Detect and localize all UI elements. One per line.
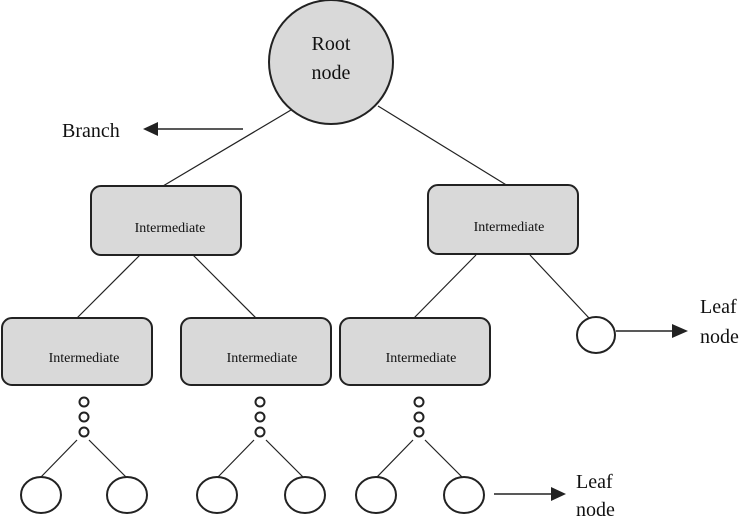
root-node-label-line2: node <box>312 62 351 84</box>
edge-root-left <box>162 109 292 187</box>
edge-left-lr <box>192 254 257 319</box>
leaf-node-bottom-6 <box>443 476 485 514</box>
intermediate-node-label: Intermediate <box>227 351 298 366</box>
leaf-label-right-line2: node <box>700 326 739 348</box>
intermediate-node-label: Intermediate <box>135 221 206 236</box>
intermediate-node-1: Intermediate <box>90 185 242 256</box>
intermediate-node-label: Intermediate <box>386 351 457 366</box>
leaf-node-bottom-4 <box>284 476 326 514</box>
intermediate-node-label: Intermediate <box>49 351 120 366</box>
bottom-leaf-nodes <box>20 476 485 514</box>
edge-b1-right <box>88 439 128 479</box>
branch-annotation: Branch <box>62 120 243 142</box>
leaf-arrowhead-right <box>672 324 688 338</box>
leaf-node-bottom-5 <box>355 476 397 514</box>
ellipsis-dots-1 <box>78 396 90 438</box>
leaf-label-bottom-line2: node <box>576 499 615 520</box>
branch-arrowhead <box>143 122 158 136</box>
intermediate-node-5: Intermediate <box>339 317 491 386</box>
edge-right-rl <box>413 254 477 319</box>
ellipsis-dots-2 <box>254 396 266 438</box>
edge-b3-right <box>424 439 464 479</box>
intermediate-node-4: Intermediate <box>180 317 332 386</box>
leaf-annotation-right: Leaf node <box>616 296 739 348</box>
leaf-node-bottom-1 <box>20 476 62 514</box>
root-node: Root node <box>268 0 394 125</box>
intermediate-node-label: Intermediate <box>474 220 545 235</box>
intermediate-node-3: Intermediate <box>1 317 153 386</box>
branch-label: Branch <box>62 120 120 142</box>
edge-b2-left <box>216 439 255 479</box>
leaf-node-bottom-2 <box>106 476 148 514</box>
leaf-annotation-bottom: Leaf node <box>494 471 615 520</box>
edge-b3-left <box>375 439 414 479</box>
edge-b2-right <box>265 439 305 479</box>
leaf-node-right <box>576 316 616 354</box>
root-node-label-line1: Root <box>312 33 351 55</box>
ellipsis-dots-3 <box>413 396 425 438</box>
leaf-node-bottom-3 <box>196 476 238 514</box>
leaf-arrowhead-bottom <box>551 487 566 501</box>
tree-edges <box>39 105 590 479</box>
edge-b1-left <box>39 439 78 479</box>
edge-root-right <box>377 105 509 187</box>
leaf-label-bottom-line1: Leaf <box>576 471 613 493</box>
edge-left-ll <box>76 254 141 319</box>
intermediate-node-2: Intermediate <box>427 184 579 255</box>
leaf-label-right-line1: Leaf <box>700 296 737 318</box>
edge-right-leaf <box>529 254 590 319</box>
